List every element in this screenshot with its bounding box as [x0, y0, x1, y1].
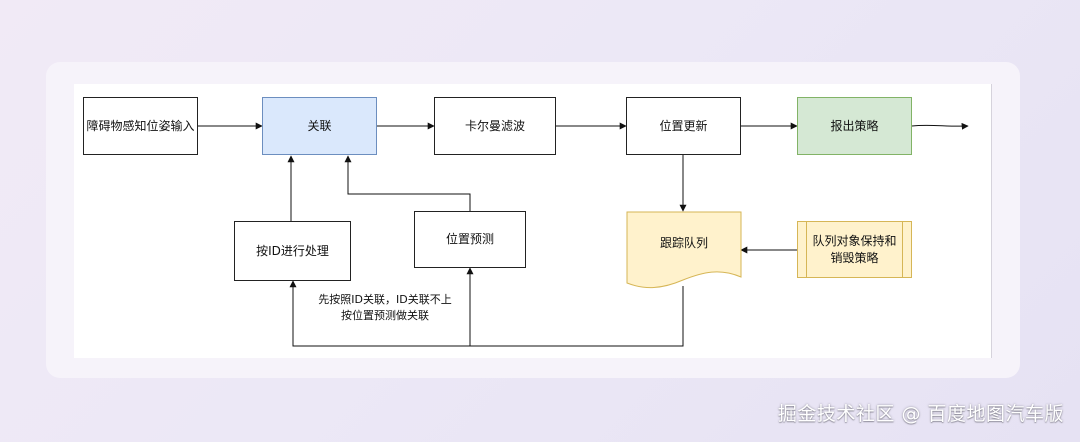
maintain-node-label-line2: 销毁策略 [830, 250, 879, 265]
canvas-edge [991, 84, 992, 358]
maintain-node-label-line1: 队列对象保持和 [812, 233, 897, 248]
update-node-label: 位置更新 [659, 118, 708, 133]
association-note: 先按照ID关联，ID关联不上 按位置预测做关联 [300, 292, 470, 324]
predict-node: 位置预测 [414, 211, 526, 268]
kalman-node: 卡尔曼滤波 [434, 97, 556, 155]
associate-node-label: 关联 [307, 118, 332, 133]
report-node: 报出策略 [797, 97, 912, 155]
kalman-node-label: 卡尔曼滤波 [464, 118, 525, 133]
input-node: 障碍物感知位姿输入 [83, 97, 198, 155]
watermark: 掘金技术社区 @ 百度地图汽车版 [777, 403, 1064, 425]
report-node-label: 报出策略 [830, 118, 879, 133]
id-process-node: 按ID进行处理 [234, 221, 351, 281]
maintain-node-left-bar [806, 222, 807, 277]
maintain-node: 队列对象保持和 销毁策略 [797, 221, 912, 278]
predict-node-label: 位置预测 [445, 232, 494, 246]
associate-node: 关联 [262, 97, 377, 155]
update-node: 位置更新 [626, 97, 741, 155]
edge-report-out [911, 122, 969, 130]
queue-document-shape [626, 211, 742, 288]
maintain-node-text: 队列对象保持和 销毁策略 [812, 233, 896, 267]
id-process-node-label: 按ID进行处理 [256, 243, 329, 258]
maintain-node-right-bar [902, 222, 903, 277]
association-note-line2: 按位置预测做关联 [341, 309, 429, 322]
edge-queue-feedback [289, 280, 684, 347]
association-note-line1: 先按照ID关联，ID关联不上 [318, 293, 452, 306]
edge-predict-associate [344, 155, 471, 211]
queue-node-label: 跟踪队列 [659, 236, 708, 250]
input-node-label: 障碍物感知位姿输入 [86, 118, 195, 133]
